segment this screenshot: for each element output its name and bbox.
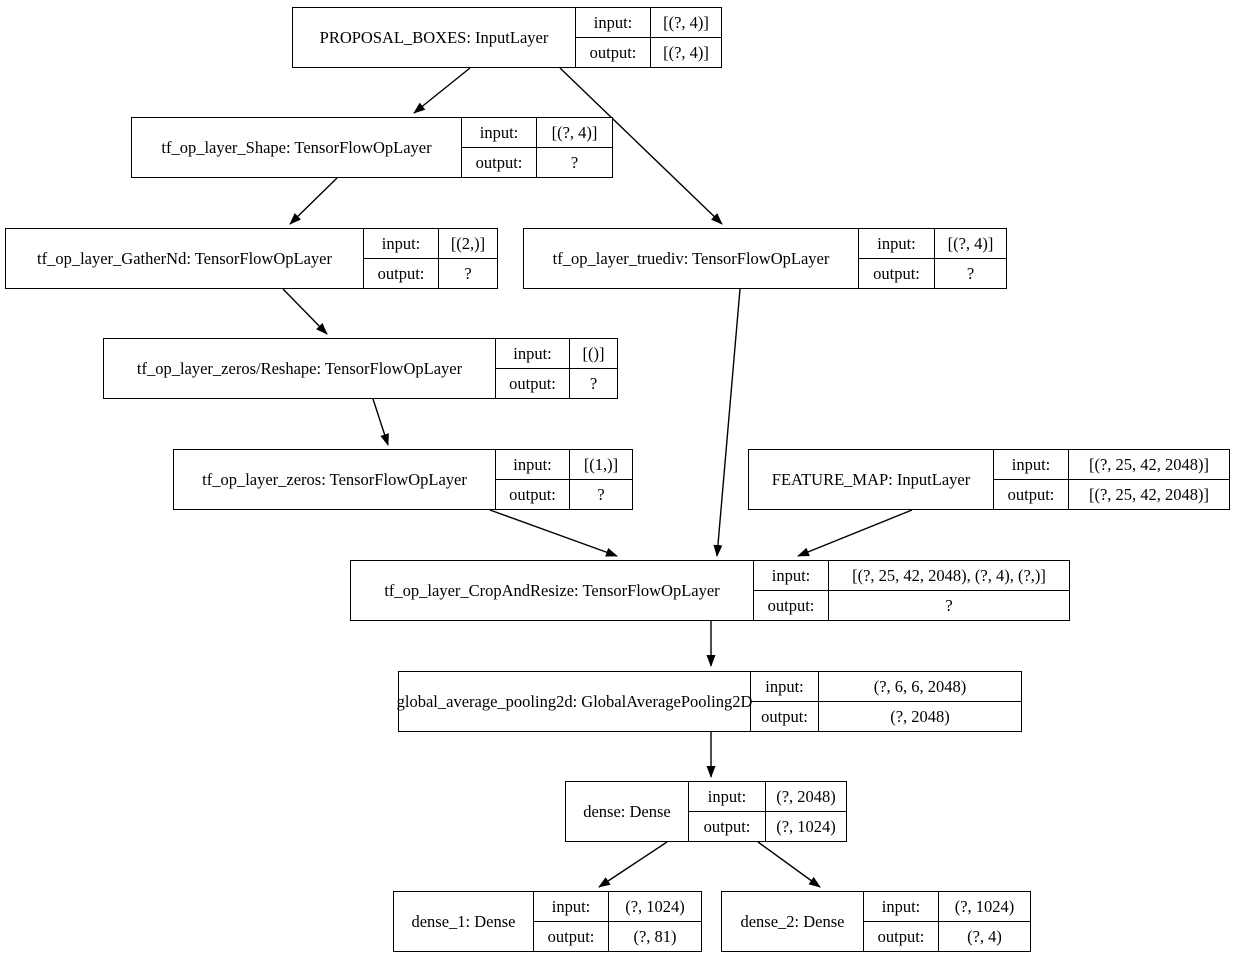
layer-name: tf_op_layer_CropAndResize: TensorFlowOpL… <box>351 561 754 620</box>
output-shape: ? <box>966 263 975 283</box>
layer-name: dense: Dense <box>566 782 689 841</box>
output-label: output: <box>576 38 651 67</box>
layer-name: global_average_pooling2d: GlobalAverageP… <box>397 672 752 731</box>
input-label: input: <box>994 450 1069 479</box>
edge-proposal-to-truediv <box>559 67 723 225</box>
edge-dense-to-dense2 <box>757 841 821 888</box>
edge-zeros-to-cropandresize <box>489 509 618 557</box>
input-shape: (?, 6, 6, 2048) <box>873 676 967 696</box>
layer-name: tf_op_layer_zeros/Reshape: TensorFlowOpL… <box>104 339 496 398</box>
node-tf-op-layer-zeros-reshape: tf_op_layer_zeros/Reshape: TensorFlowOpL… <box>103 338 618 399</box>
edge-reshape-to-zeros <box>372 398 389 446</box>
output-shape: ? <box>464 263 472 283</box>
layer-name: FEATURE_MAP: InputLayer <box>749 450 994 509</box>
input-label: input: <box>462 118 537 147</box>
node-tf-op-layer-zeros: tf_op_layer_zeros: TensorFlowOpLayer inp… <box>173 449 633 510</box>
output-shape: [(?, 25, 42, 2048)] <box>1088 484 1210 504</box>
output-label: output: <box>534 922 609 951</box>
input-label: input: <box>864 892 939 921</box>
layer-name: tf_op_layer_truediv: TensorFlowOpLayer <box>524 229 859 288</box>
output-label: output: <box>462 148 537 177</box>
node-tf-op-layer-cropandresize: tf_op_layer_CropAndResize: TensorFlowOpL… <box>350 560 1070 621</box>
output-shape: ? <box>589 373 598 393</box>
input-shape: [(?, 25, 42, 2048)] <box>1088 454 1210 474</box>
input-label: input: <box>751 672 819 701</box>
input-label: input: <box>534 892 609 921</box>
input-shape: (?, 1024) <box>625 896 685 916</box>
output-shape: (?, 2048) <box>890 706 950 726</box>
node-dense: dense: Dense input: (?, 2048) output: (?… <box>565 781 847 842</box>
output-label: output: <box>689 812 766 841</box>
output-label: output: <box>754 591 829 620</box>
output-shape: (?, 81) <box>633 926 677 946</box>
input-label: input: <box>576 8 651 37</box>
input-shape: [(?, 4)] <box>551 122 598 142</box>
output-shape: ? <box>597 484 605 504</box>
node-dense-2: dense_2: Dense input: (?, 1024) output: … <box>721 891 1031 952</box>
input-label: input: <box>689 782 766 811</box>
input-shape: [()] <box>582 343 605 363</box>
layer-name: tf_op_layer_zeros: TensorFlowOpLayer <box>174 450 496 509</box>
edge-gathernd-to-reshape <box>282 288 328 335</box>
edge-dense-to-dense1 <box>598 841 668 888</box>
node-feature-map: FEATURE_MAP: InputLayer input: [(?, 25, … <box>748 449 1230 510</box>
edge-proposal-to-shape <box>413 67 471 114</box>
node-tf-op-layer-truediv: tf_op_layer_truediv: TensorFlowOpLayer i… <box>523 228 1007 289</box>
input-shape: [(2,)] <box>450 233 486 253</box>
node-dense-1: dense_1: Dense input: (?, 1024) output: … <box>393 891 702 952</box>
node-tf-op-layer-gathernd: tf_op_layer_GatherNd: TensorFlowOpLayer … <box>5 228 498 289</box>
layer-name: dense_1: Dense <box>394 892 534 951</box>
node-tf-op-layer-shape: tf_op_layer_Shape: TensorFlowOpLayer inp… <box>131 117 613 178</box>
output-shape: (?, 1024) <box>776 816 836 836</box>
output-shape: [(?, 4)] <box>663 42 709 62</box>
input-shape: [(?, 4)] <box>947 233 994 253</box>
input-shape: [(1,)] <box>583 454 619 474</box>
output-shape: ? <box>570 152 579 172</box>
output-label: output: <box>496 480 570 509</box>
input-label: input: <box>496 339 570 368</box>
output-label: output: <box>864 922 939 951</box>
output-label: output: <box>859 259 935 288</box>
node-proposal-boxes: PROPOSAL_BOXES: InputLayer input: [(?, 4… <box>292 7 722 68</box>
output-shape: (?, 4) <box>967 926 1002 946</box>
node-global-average-pooling2d: global_average_pooling2d: GlobalAverageP… <box>397 671 1022 732</box>
output-label: output: <box>994 480 1069 509</box>
output-label: output: <box>496 369 570 398</box>
input-shape: [(?, 25, 42, 2048), (?, 4), (?,)] <box>852 565 1046 585</box>
output-shape: ? <box>945 595 953 615</box>
layer-name: tf_op_layer_GatherNd: TensorFlowOpLayer <box>6 229 364 288</box>
edge-featuremap-to-cropandresize <box>797 509 913 557</box>
output-label: output: <box>364 259 439 288</box>
input-shape: (?, 1024) <box>954 896 1015 916</box>
input-shape: (?, 2048) <box>776 786 836 806</box>
edge-truediv-to-cropandresize <box>713 288 741 557</box>
input-label: input: <box>364 229 439 258</box>
input-label: input: <box>496 450 570 479</box>
layer-name: PROPOSAL_BOXES: InputLayer <box>293 8 576 67</box>
input-shape: [(?, 4)] <box>663 12 709 32</box>
layer-name: tf_op_layer_Shape: TensorFlowOpLayer <box>132 118 462 177</box>
input-label: input: <box>859 229 935 258</box>
layer-name: dense_2: Dense <box>722 892 864 951</box>
input-label: input: <box>754 561 829 590</box>
edge-shape-to-gathernd <box>289 177 338 225</box>
output-label: output: <box>751 702 819 731</box>
